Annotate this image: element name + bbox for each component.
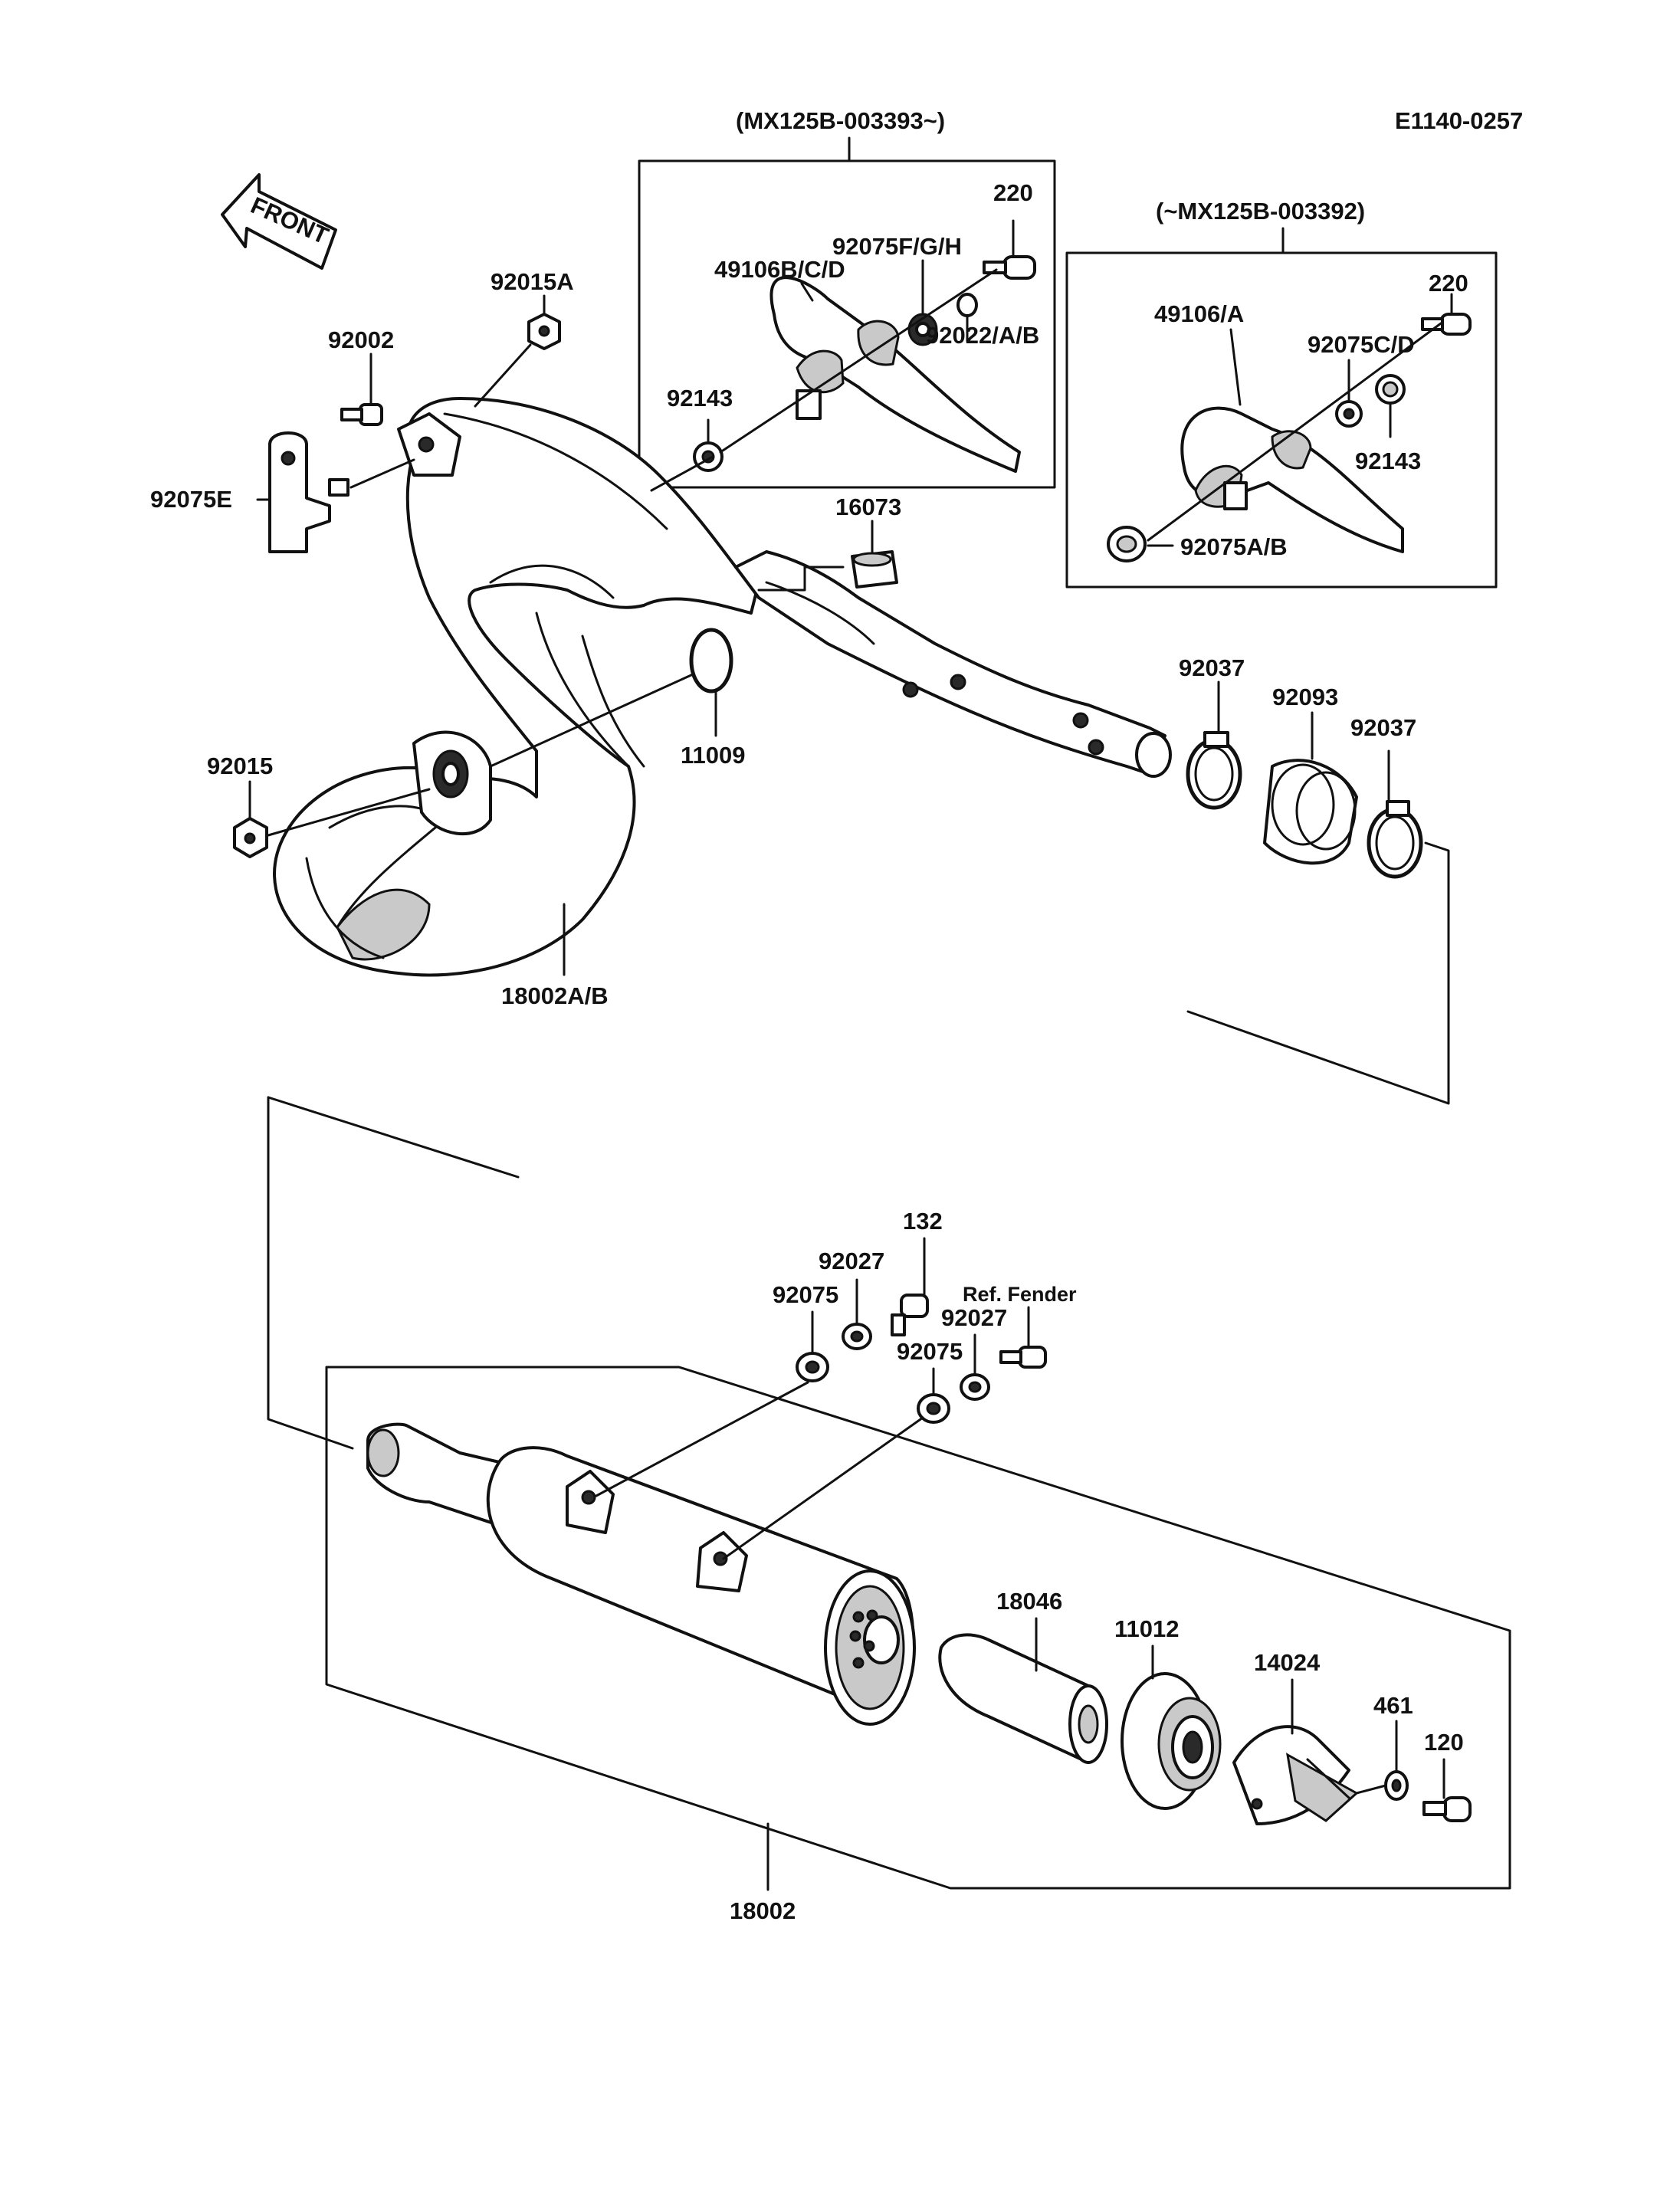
label-220-old: 220	[1429, 270, 1468, 297]
label-92143-new: 92143	[667, 385, 733, 412]
grommet-16073-icon	[851, 550, 898, 589]
variant-box-new: (MX125B-003393~) 220 92075F/G/H 49106B/C…	[638, 107, 1056, 489]
gasket-11009-icon	[689, 628, 733, 694]
clamp-92037a-icon	[1186, 731, 1242, 810]
muffler-holes-icon	[849, 1609, 878, 1669]
label-92075ab: 92075A/B	[1180, 533, 1288, 560]
collar-92027-a-icon	[842, 1323, 872, 1350]
bolt-fender-icon	[999, 1346, 1047, 1369]
bolt-220-new-icon	[983, 255, 1036, 280]
label-ref-fender: Ref. Fender	[963, 1283, 1077, 1306]
label-92075cd: 92075C/D	[1308, 331, 1415, 358]
variant-box-old: (~MX125B-003392) 220 92075C/D 49106/A 92…	[1065, 198, 1498, 589]
heat-guard-new-tab	[796, 389, 822, 420]
clamp-92037b-icon	[1367, 800, 1423, 879]
label-92143-old: 92143	[1355, 448, 1421, 474]
expansion-chamber	[273, 397, 1172, 977]
nut-92015-icon	[233, 817, 268, 858]
label-132: 132	[903, 1208, 943, 1235]
label-92015: 92015	[207, 753, 273, 779]
label-18002: 18002	[730, 1897, 796, 1924]
label-92027-b: 92027	[941, 1304, 1007, 1331]
washer-461-icon	[1384, 1770, 1409, 1801]
label-120: 120	[1424, 1729, 1464, 1756]
inner-pipe-18046-icon	[938, 1633, 1108, 1764]
diagram-code: E1140-0257	[1395, 107, 1523, 134]
label-11009: 11009	[681, 742, 746, 769]
label-92075-a: 92075	[773, 1281, 838, 1308]
label-92027-a: 92027	[819, 1248, 884, 1274]
bracket-92075e-icon	[268, 431, 349, 553]
label-18002ab: 18002A/B	[501, 982, 609, 1009]
spark-arrestor-14024-icon	[1232, 1725, 1359, 1825]
label-16073: 16073	[835, 494, 901, 520]
variant-old-range: (~MX125B-003392)	[1156, 198, 1365, 225]
bolt-120-icon	[1422, 1796, 1472, 1822]
muffler-18002	[325, 1366, 1511, 1890]
label-11012: 11012	[1114, 1615, 1180, 1642]
label-220-new: 220	[993, 179, 1033, 206]
label-92075fgh: 92075F/G/H	[832, 233, 962, 260]
bolt-132-icon	[891, 1294, 929, 1336]
label-49106bcd: 49106B/C/D	[714, 256, 845, 283]
label-92037-a: 92037	[1179, 654, 1245, 681]
bolt-92002-icon	[340, 403, 383, 426]
label-461: 461	[1373, 1692, 1413, 1719]
joint-92093-icon	[1263, 759, 1358, 865]
label-14024: 14024	[1254, 1649, 1321, 1676]
nut-92015a-icon	[527, 313, 561, 350]
washer-92022ab-icon	[956, 293, 978, 317]
label-92037-b: 92037	[1350, 714, 1416, 741]
label-92022ab: 92022/A/B	[926, 322, 1039, 349]
heat-guard-old-tab	[1223, 481, 1248, 510]
label-92002: 92002	[328, 326, 394, 353]
collar-92027-b-icon	[960, 1373, 990, 1401]
label-92093: 92093	[1272, 684, 1338, 710]
label-92075-b: 92075	[897, 1338, 963, 1365]
variant-new-range: (MX125B-003393~)	[736, 107, 945, 134]
label-49106a: 49106/A	[1154, 300, 1244, 327]
label-92015a: 92015A	[491, 268, 574, 295]
front-arrow-icon: FRONT	[221, 173, 337, 270]
label-18046: 18046	[996, 1588, 1062, 1615]
gasket-11012-icon	[1121, 1672, 1222, 1810]
label-92075e: 92075E	[150, 486, 232, 513]
